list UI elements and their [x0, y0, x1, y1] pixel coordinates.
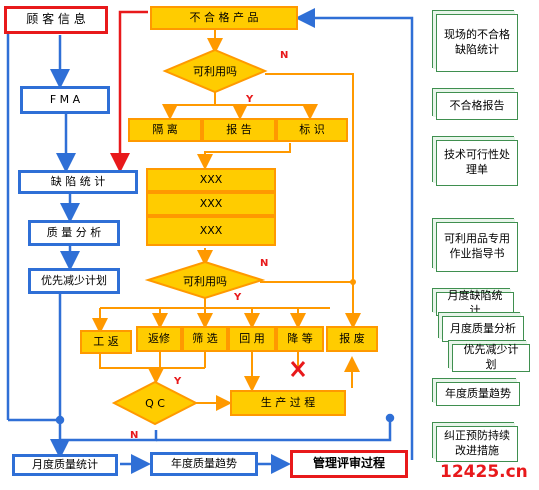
doc-work-instruction: 可利用品专用作业指导书 [436, 222, 518, 272]
label-n-3: N [130, 430, 139, 441]
xxx-box-1: XXX [146, 168, 276, 192]
label-y-3: Y [174, 376, 182, 387]
screen-box: 筛 选 [182, 326, 228, 352]
doc-priority-reduce: 优先减少计划 [452, 343, 530, 372]
xxx-box-3: XXX [146, 216, 276, 246]
production-process-box: 生 产 过 程 [230, 390, 346, 416]
decision-usable-1-label: 可利用吗 [193, 65, 237, 78]
doc-annual-trend: 年度质量趋势 [436, 382, 520, 406]
customer-info-box: 顾 客 信 息 [4, 6, 108, 34]
report-box: 报 告 [202, 118, 276, 142]
doc-defect-stat: 现场的不合格缺陷统计 [436, 14, 518, 72]
reuse-box: 回 用 [228, 326, 276, 352]
downgrade-box: 降 等 [276, 326, 324, 352]
isolate-box: 隔 离 [128, 118, 202, 142]
fma-box: F M A [20, 86, 110, 114]
decision-qc-label: Q C [145, 396, 165, 410]
doc-corrective-action: 纠正预防持续改进措施 [436, 426, 518, 462]
quality-analysis-box: 质 量 分 析 [28, 220, 120, 246]
monthly-stat-box: 月度质量统计 [12, 454, 118, 476]
nonconforming-product-box: 不 合 格 产 品 [150, 6, 298, 30]
label-y-2: Y [234, 292, 242, 303]
doc-nonconforming-report: 不合格报告 [436, 92, 518, 120]
scrap-box: 报 废 [326, 326, 378, 352]
priority-reduce-box: 优先减少计划 [28, 268, 120, 294]
defect-stat-box: 缺 陷 统 计 [18, 170, 138, 194]
mark-box: 标 识 [276, 118, 348, 142]
doc-monthly-quality: 月度质量分析 [442, 316, 524, 342]
repair-box: 返修 [136, 326, 182, 352]
label-n-1: N [280, 50, 289, 61]
doc-monthly-defect: 月度缺陷统计 [436, 289, 514, 317]
annual-trend-box: 年度质量趋势 [150, 452, 258, 476]
decision-qc [111, 380, 199, 426]
mgmt-review-box: 管理评审过程 [290, 450, 408, 478]
label-n-2: N [260, 258, 269, 269]
xxx-box-2: XXX [146, 192, 276, 216]
decision-usable-2-label: 可利用吗 [183, 275, 227, 288]
rework-op-box: 工 返 [80, 330, 132, 354]
doc-tech-feasibility: 技术可行性处理单 [436, 140, 518, 186]
decision-usable-1 [162, 48, 268, 94]
blocked-x-icon [290, 361, 306, 377]
watermark: 12425.cn [440, 462, 528, 482]
watermark-text: 12425.cn [440, 462, 528, 482]
label-y-1: Y [246, 94, 254, 105]
decision-usable-2 [144, 260, 266, 300]
